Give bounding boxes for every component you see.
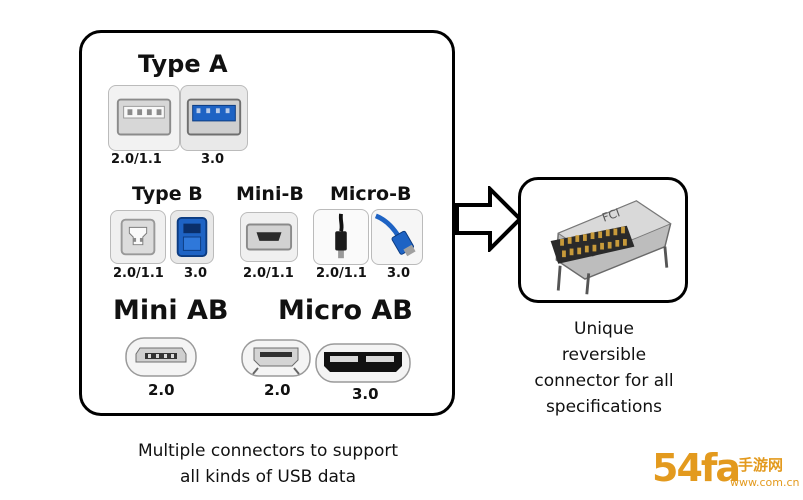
right-caption-line-4: specifications <box>545 397 663 417</box>
micro-b-usb2-image <box>313 209 369 265</box>
right-caption: Unique reversible connector for all spec… <box>516 316 692 420</box>
type-a-usb3-image <box>180 85 248 151</box>
left-caption-line-1: Multiple connectors to support <box>137 441 399 461</box>
type-a-usb3-label: 3.0 <box>201 152 225 167</box>
right-caption-line-2: reversible <box>561 345 647 365</box>
micro-b-usb3-label: 3.0 <box>387 266 411 281</box>
right-caption-line-1: Unique <box>574 319 634 339</box>
usb-c-panel: FCI <box>518 177 688 303</box>
type-b-title: Type B <box>132 183 203 205</box>
type-b-usb2-label: 2.0/1.1 <box>113 266 164 281</box>
micro-ab-title: Micro AB <box>278 295 413 326</box>
micro-ab-usb3-label: 3.0 <box>352 385 379 403</box>
left-caption: Multiple connectors to support all kinds… <box>80 438 456 490</box>
mini-b-title: Mini-B <box>236 183 304 205</box>
micro-ab-usb3-image <box>314 342 412 384</box>
watermark-site-name: 手游网 <box>738 456 784 474</box>
right-arrow-icon <box>455 186 523 252</box>
micro-b-title: Micro-B <box>330 183 412 205</box>
micro-ab-usb2-label: 2.0 <box>264 381 291 399</box>
watermark-domain: www.com.cn <box>730 476 800 489</box>
type-a-usb2-image <box>108 85 180 151</box>
mini-b-image <box>240 212 298 262</box>
type-b-usb3-image <box>170 210 214 264</box>
micro-b-usb3-image <box>371 209 423 265</box>
type-b-usb3-label: 3.0 <box>184 266 208 281</box>
mini-ab-label: 2.0 <box>148 381 175 399</box>
micro-b-usb2-label: 2.0/1.1 <box>316 266 367 281</box>
mini-ab-title: Mini AB <box>113 295 229 326</box>
right-caption-line-3: connector for all <box>534 371 674 391</box>
type-a-title: Type A <box>138 50 228 78</box>
type-a-usb2-label: 2.0/1.1 <box>111 152 162 167</box>
usb-c-connector-image: FCI <box>550 200 672 295</box>
micro-ab-usb2-image <box>240 338 312 378</box>
mini-b-label: 2.0/1.1 <box>243 266 294 281</box>
usb-c-chip-text: FCI <box>600 205 622 224</box>
watermark-logo: 54fa <box>652 446 741 490</box>
mini-ab-image <box>124 336 198 378</box>
type-b-usb2-image <box>110 210 166 264</box>
left-caption-line-2: all kinds of USB data <box>179 467 357 487</box>
